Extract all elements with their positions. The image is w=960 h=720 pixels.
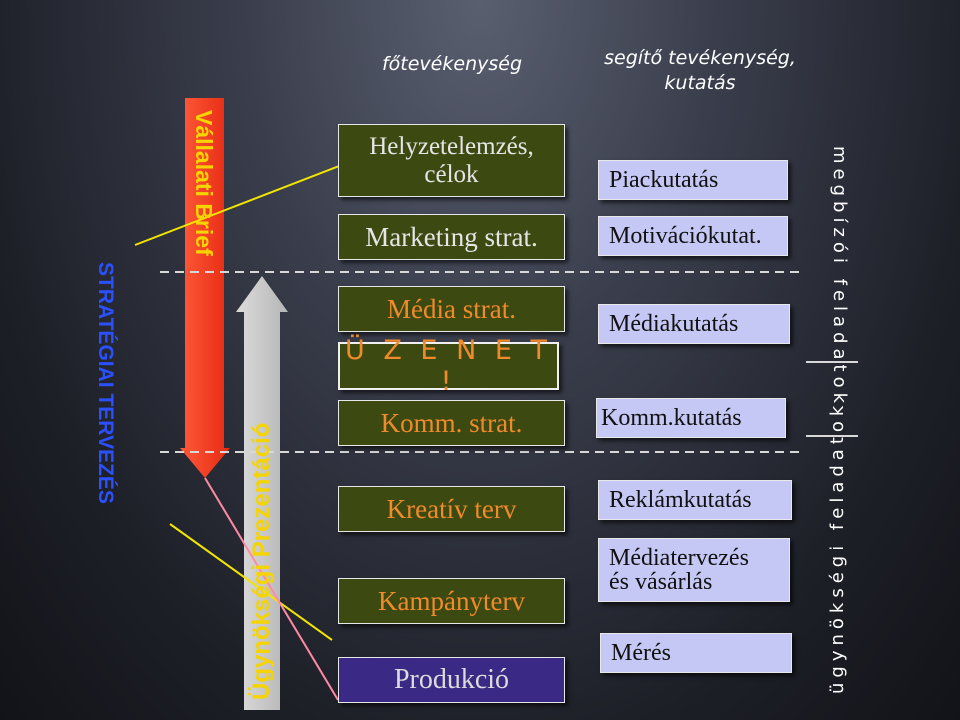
marketing-strategy-label: Marketing strat.	[365, 221, 538, 252]
situation-analysis-label: Helyzetelemzés, célok	[369, 132, 534, 188]
strategy-label: STRATÉGIAI TERVEZÉS	[94, 262, 117, 504]
box-motivation-research: Motivációkutat.	[598, 216, 788, 256]
box-media-strategy: Média strat.	[338, 286, 565, 332]
box-comm-strategy: Komm. strat.	[338, 400, 565, 446]
box-media-research: Médiakutatás	[598, 304, 790, 344]
measurement-label: Mérés	[611, 640, 671, 666]
box-production: Produkció	[338, 657, 565, 703]
client-tasks-label: megbízói feladatok	[829, 146, 850, 409]
campaign-plan-label: Kampányterv	[378, 585, 525, 616]
comm-strategy-label: Komm. strat.	[380, 407, 523, 438]
box-marketing-strategy: Marketing strat.	[338, 214, 565, 260]
support-activity-header: segítő tevékenység, kutatás	[604, 47, 796, 94]
main-activity-header: főtevékenység	[381, 53, 522, 75]
media-research-label: Médiakutatás	[609, 311, 739, 337]
box-campaign-plan: Kampányterv	[338, 578, 565, 624]
box-creative-plan: Kreatív terv	[338, 486, 565, 532]
client-brief-label: Vállalati Brief	[191, 110, 217, 256]
market-research-label: Piackutatás	[609, 167, 719, 193]
box-market-research: Piackutatás	[598, 160, 788, 200]
motivation-research-label: Motivációkutat.	[609, 223, 762, 249]
box-media-planning: Médiatervezés és vásárlás	[598, 538, 790, 602]
message-label: Ü Z E N E T !	[345, 335, 552, 397]
media-strategy-label: Média strat.	[387, 293, 516, 324]
comm-research-label: Komm.kutatás	[601, 405, 742, 431]
agency-tasks-label: ügynökségi feladatok	[827, 400, 848, 694]
box-situation-analysis: Helyzetelemzés, célok	[338, 124, 565, 197]
box-comm-research: Komm.kutatás	[596, 398, 786, 438]
box-message: Ü Z E N E T !	[338, 335, 559, 397]
box-ad-research: Reklámkutatás	[598, 480, 792, 520]
creative-plan-label: Kreatív terv	[386, 493, 517, 524]
box-measurement: Mérés	[600, 633, 792, 673]
media-planning-label: Médiatervezés és vásárlás	[609, 545, 749, 595]
ad-research-label: Reklámkutatás	[609, 487, 752, 513]
agency-presentation-label: Ügynökségi Prezentáció	[248, 422, 275, 700]
production-label: Produkció	[393, 664, 510, 695]
